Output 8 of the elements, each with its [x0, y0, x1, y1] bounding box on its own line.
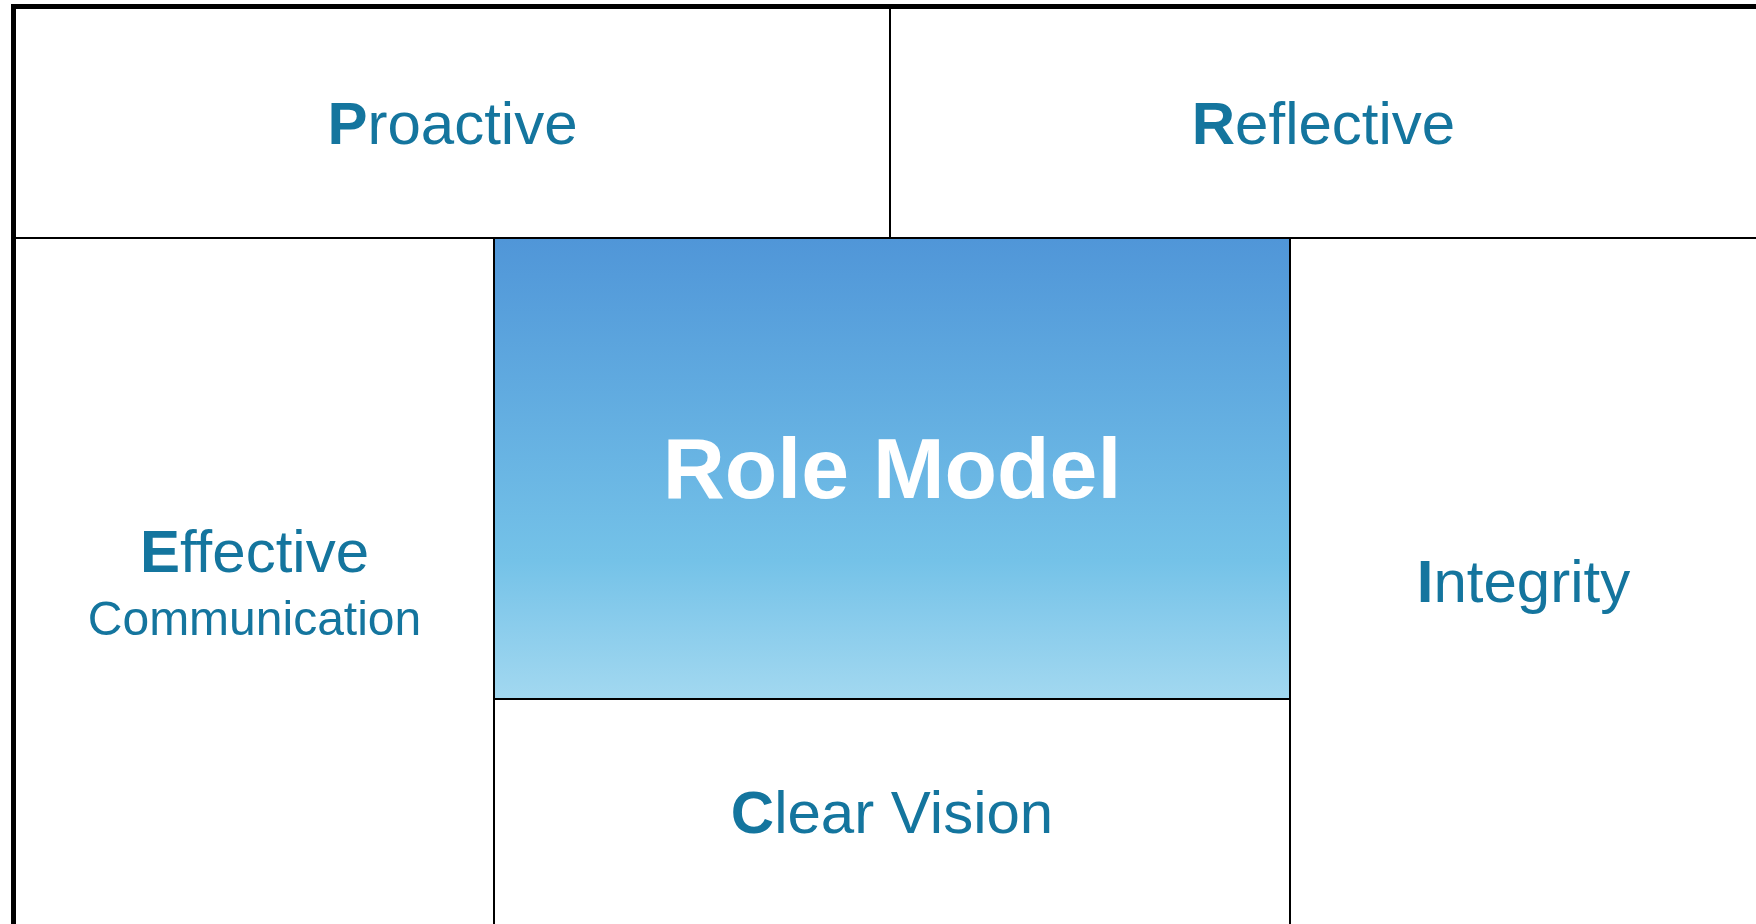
highlight-box [493, 237, 1291, 700]
label-text: Reflective [1191, 88, 1456, 159]
label-text: Communication [87, 591, 422, 647]
label-text: Effective [140, 517, 369, 587]
label-text: Proactive [327, 88, 578, 159]
label-text: Clear Vision [730, 777, 1054, 848]
label-text: Integrity [1416, 547, 1631, 617]
title-text: Role Model [662, 418, 1122, 518]
